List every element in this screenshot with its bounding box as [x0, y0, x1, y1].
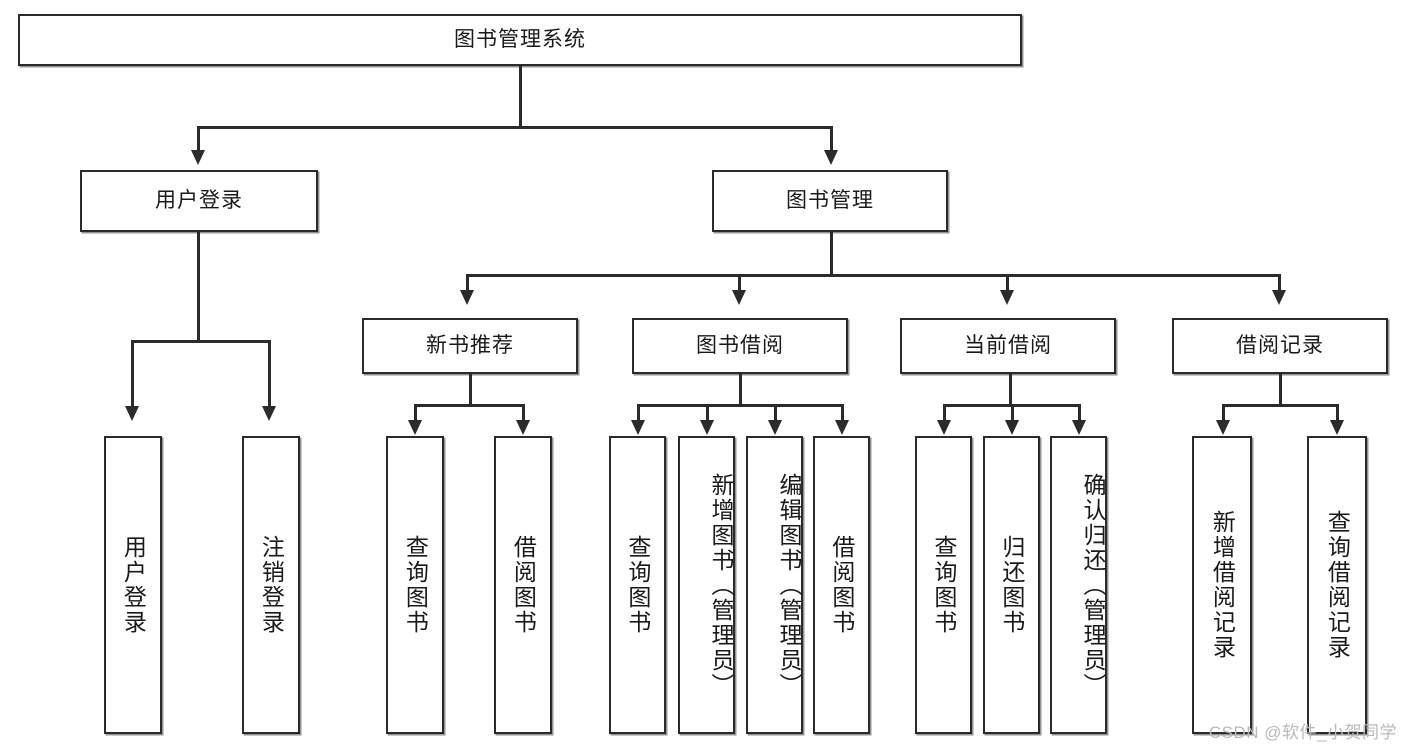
- connector-currentborrow-stem: [1009, 374, 1012, 406]
- leaf-cb-confirm-return[interactable]: 确认归还（管理员）: [1050, 436, 1107, 734]
- connector-bm-drop-new-book: [466, 274, 469, 292]
- leaf-bb-edit-book[interactable]: 编辑图书（管理员）: [746, 436, 803, 734]
- leaf-cb-query-book[interactable]: 查询图书: [915, 436, 972, 734]
- leaf-nb-query-book[interactable]: 查询图书: [386, 436, 444, 734]
- connector-bb-drop-2: [706, 404, 709, 422]
- node-label: 借阅图书: [510, 535, 537, 635]
- connector-user-login-drop-2: [268, 340, 271, 408]
- leaf-bb-borrow-book[interactable]: 借阅图书: [813, 436, 870, 734]
- connector-bm-drop-book-borrow: [738, 274, 741, 292]
- leaf-cb-return-book[interactable]: 归还图书: [983, 436, 1040, 734]
- node-label: 编辑图书（管理员）: [776, 472, 802, 698]
- node-current-borrow[interactable]: 当前借阅: [900, 318, 1116, 374]
- leaf-br-add-record[interactable]: 新增借阅记录: [1192, 436, 1252, 734]
- arrow-to-leaf-bb-edit-book: [768, 420, 782, 435]
- connector-cb-drop-3: [1078, 404, 1081, 422]
- connector-newbook-drop-2: [522, 404, 525, 422]
- node-label: 图书管理: [786, 189, 874, 213]
- connector-bb-drop-3: [774, 404, 777, 422]
- node-label: 图书管理系统: [454, 28, 586, 52]
- connector-borrowrecord-bus: [1222, 404, 1338, 407]
- connector-user-login-stem: [197, 232, 200, 342]
- arrow-to-leaf-cb-query-book: [937, 420, 951, 435]
- node-label: 查询图书: [624, 535, 651, 635]
- connector-br-drop-2: [1336, 404, 1339, 422]
- node-label: 用户登录: [155, 189, 243, 213]
- arrow-to-book-mgmt: [824, 150, 838, 165]
- connector-borrowrecord-stem: [1279, 374, 1282, 406]
- arrow-to-user-login: [191, 150, 205, 165]
- connector-root-to-user-login: [197, 126, 200, 152]
- connector-newbook-bus: [414, 404, 524, 407]
- leaf-nb-borrow-book[interactable]: 借阅图书: [494, 436, 552, 734]
- arrow-to-leaf-bb-add-book: [700, 420, 714, 435]
- connector-newbook-drop-1: [414, 404, 417, 422]
- connector-bm-drop-current-borrow: [1006, 274, 1009, 292]
- node-book-borrow[interactable]: 图书借阅: [632, 318, 848, 374]
- arrow-to-leaf-bb-query-book: [631, 420, 645, 435]
- arrow-to-leaf-bb-borrow-book: [835, 420, 849, 435]
- leaf-user-login[interactable]: 用户登录: [104, 436, 162, 734]
- node-label: 查询图书: [402, 535, 429, 635]
- arrow-to-leaf-user-login: [125, 406, 139, 421]
- node-label: 查询图书: [930, 535, 957, 635]
- arrow-to-leaf-br-query-record: [1330, 420, 1344, 435]
- node-label: 新增借阅记录: [1209, 510, 1236, 660]
- connector-user-login-bus: [131, 340, 269, 343]
- node-label: 查询借阅记录: [1324, 510, 1351, 660]
- connector-root-stem: [519, 66, 522, 128]
- node-label: 当前借阅: [964, 334, 1052, 358]
- connector-book-mgmt-bus: [466, 274, 1280, 277]
- arrow-to-new-book: [460, 290, 474, 305]
- leaf-bb-query-book[interactable]: 查询图书: [609, 436, 666, 734]
- node-borrow-record[interactable]: 借阅记录: [1172, 318, 1388, 374]
- node-label: 注销登录: [258, 535, 285, 635]
- connector-bookborrow-stem: [739, 374, 742, 406]
- connector-book-mgmt-stem: [830, 232, 833, 276]
- connector-br-drop-1: [1222, 404, 1225, 422]
- node-root-system[interactable]: 图书管理系统: [18, 14, 1022, 66]
- connector-newbook-stem: [469, 374, 472, 406]
- node-label: 确认归还（管理员）: [1080, 472, 1106, 698]
- leaf-logout[interactable]: 注销登录: [242, 436, 300, 734]
- connector-user-login-drop-1: [131, 340, 134, 408]
- node-label: 归还图书: [998, 535, 1025, 635]
- leaf-br-query-record[interactable]: 查询借阅记录: [1307, 436, 1367, 734]
- node-label: 借阅记录: [1236, 334, 1324, 358]
- arrow-to-book-borrow: [732, 290, 746, 305]
- connector-cb-drop-1: [943, 404, 946, 422]
- connector-bookborrow-bus: [637, 404, 843, 407]
- node-label: 新增图书（管理员）: [708, 472, 734, 698]
- arrow-to-borrow-record: [1272, 290, 1286, 305]
- connector-cb-drop-2: [1011, 404, 1014, 422]
- node-label: 用户登录: [120, 535, 147, 635]
- connector-root-to-book-mgmt: [830, 126, 833, 152]
- arrow-to-leaf-cb-confirm-return: [1072, 420, 1086, 435]
- arrow-to-leaf-logout: [262, 406, 276, 421]
- connector-bb-drop-1: [637, 404, 640, 422]
- node-new-book-recommend[interactable]: 新书推荐: [362, 318, 578, 374]
- arrow-to-current-borrow: [1000, 290, 1014, 305]
- connector-bb-drop-4: [841, 404, 844, 422]
- arrow-to-leaf-nb-query-book: [408, 420, 422, 435]
- leaf-bb-add-book[interactable]: 新增图书（管理员）: [678, 436, 735, 734]
- arrow-to-leaf-nb-borrow-book: [516, 420, 530, 435]
- node-user-login[interactable]: 用户登录: [80, 170, 318, 232]
- arrow-to-leaf-cb-return-book: [1005, 420, 1019, 435]
- node-book-management[interactable]: 图书管理: [712, 170, 948, 232]
- node-label: 图书借阅: [696, 334, 784, 358]
- connector-bm-drop-borrow-record: [1278, 274, 1281, 292]
- csdn-watermark: CSDN @软件_小贺同学: [1208, 723, 1397, 742]
- node-label: 借阅图书: [828, 535, 855, 635]
- node-label: 新书推荐: [426, 334, 514, 358]
- arrow-to-leaf-br-add-record: [1216, 420, 1230, 435]
- connector-root-bus: [197, 126, 833, 129]
